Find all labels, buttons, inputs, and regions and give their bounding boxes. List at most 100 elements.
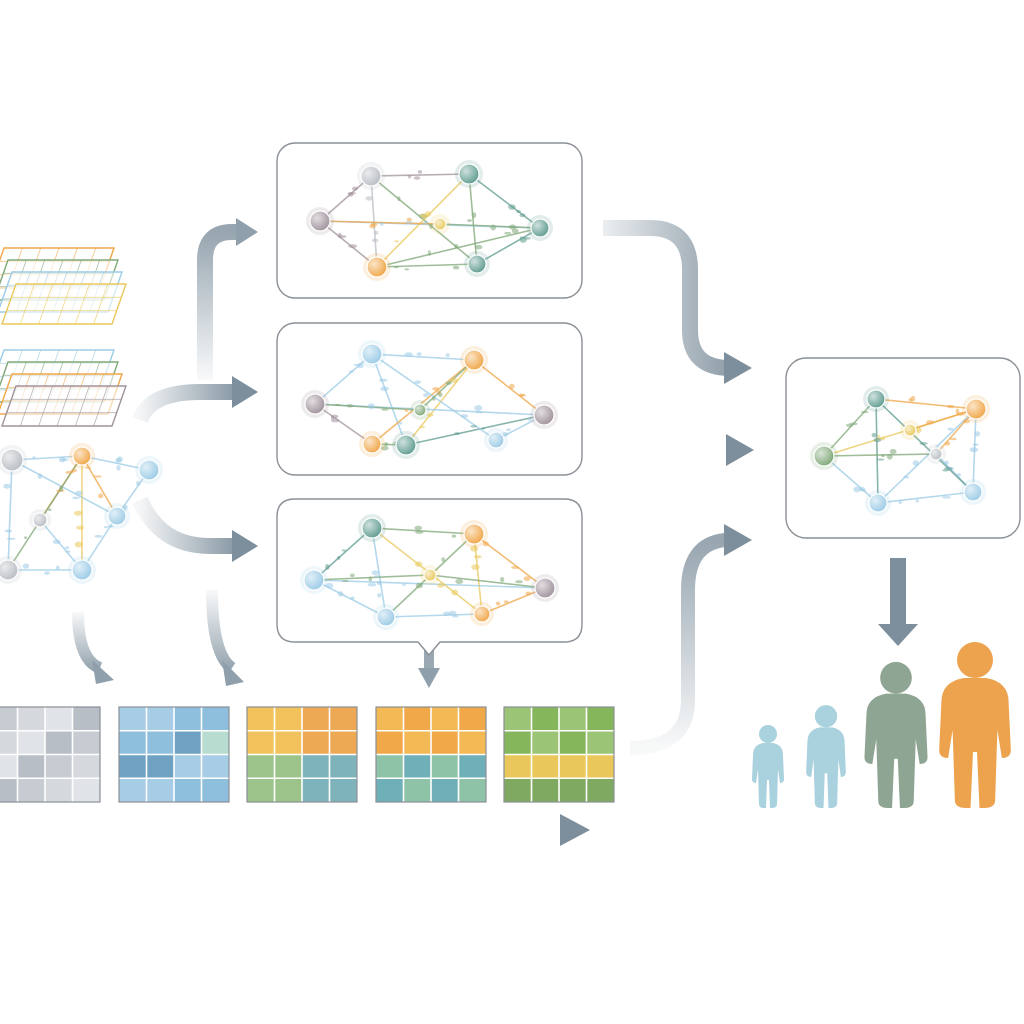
- network-fragment: [415, 530, 424, 534]
- network-fragment: [394, 240, 399, 243]
- network-fragment: [380, 386, 389, 391]
- network-edge: [314, 403, 373, 445]
- network-fragment: [490, 224, 497, 231]
- matrix-cell: [0, 707, 18, 731]
- network-fragment: [519, 213, 526, 218]
- matrix-cell: [431, 707, 459, 731]
- network-fragment: [859, 489, 867, 492]
- arrowhead: [878, 624, 918, 646]
- matrix-cell: [0, 754, 18, 779]
- person-figure: [939, 642, 1011, 808]
- arrowhead: [724, 352, 752, 384]
- network-edge: [376, 173, 470, 268]
- matrix-2: [118, 706, 230, 803]
- network-fragment: [974, 431, 981, 437]
- network-fragment: [65, 470, 74, 474]
- network-fragment: [52, 539, 61, 545]
- network-fragment: [877, 435, 881, 438]
- network-fragment: [525, 591, 532, 596]
- network-fragment: [404, 268, 410, 271]
- network-fragment: [336, 555, 341, 560]
- network-fragment: [384, 442, 389, 447]
- network-fragment: [373, 575, 380, 578]
- matrix-cell: [559, 754, 587, 779]
- network-fragment: [371, 238, 379, 243]
- matrix-cell: [403, 778, 431, 802]
- person-figure: [752, 725, 784, 808]
- network-fragment: [73, 510, 83, 516]
- matrix-cell: [458, 754, 486, 779]
- network-fragment: [341, 580, 349, 583]
- network-node-highlight: [867, 390, 885, 408]
- matrix-cell: [274, 778, 302, 802]
- matrix-cell: [329, 754, 357, 779]
- network-fragment: [380, 446, 389, 451]
- network-fragment: [32, 456, 36, 460]
- network-fragment: [85, 466, 92, 469]
- network-node-highlight: [474, 606, 490, 622]
- person-figure: [864, 661, 928, 808]
- network-edge: [473, 359, 545, 416]
- network-edge: [405, 414, 545, 446]
- network-fragment: [94, 534, 103, 538]
- network-fragment: [873, 437, 882, 443]
- network-fragment: [460, 414, 469, 418]
- layer-grid-line: [38, 283, 54, 325]
- matrix-cell: [146, 778, 174, 802]
- matrix-cell: [376, 730, 404, 755]
- network-edge: [319, 220, 378, 268]
- person-head: [880, 661, 912, 694]
- matrix-cell: [559, 730, 587, 755]
- network-fragment: [44, 571, 50, 575]
- network-fragment: [876, 458, 885, 461]
- network-edge: [823, 455, 879, 504]
- network-fragment: [371, 222, 378, 227]
- network-fragment: [471, 212, 477, 219]
- matrix-cell: [0, 730, 18, 755]
- network-fragment: [413, 176, 421, 180]
- network-node-highlight: [0, 560, 18, 580]
- network-fragment: [407, 174, 412, 179]
- network-fragment: [61, 458, 69, 462]
- network-fragment: [451, 589, 459, 596]
- network-node-highlight: [488, 432, 504, 448]
- network-edge: [370, 175, 378, 268]
- network-fragment: [944, 466, 953, 471]
- network-fragment: [22, 563, 30, 569]
- network-fragment: [37, 473, 43, 479]
- network-fragment: [886, 453, 893, 460]
- network-node-highlight: [362, 518, 382, 538]
- network-fragment: [325, 564, 330, 570]
- matrix-cell: [174, 778, 202, 802]
- network-fragment: [473, 555, 482, 559]
- network-fragment: [448, 610, 457, 616]
- network-node-highlight: [414, 404, 426, 416]
- network-node-highlight: [534, 405, 554, 425]
- network-fragment: [429, 223, 433, 229]
- network-fragment: [452, 265, 460, 270]
- network-fragment: [58, 485, 64, 492]
- matrix-cell: [586, 754, 614, 779]
- arrowhead: [560, 814, 590, 846]
- matrix-cell: [376, 754, 404, 779]
- network-middle: [301, 340, 558, 459]
- matrix-1: [0, 706, 101, 803]
- network-edge: [877, 491, 974, 504]
- network-node-highlight: [310, 211, 330, 231]
- network-fragment: [470, 545, 479, 552]
- matrix-cell: [146, 707, 174, 731]
- network-fragment: [378, 378, 388, 382]
- network-fragment: [516, 210, 521, 213]
- network-fragment: [941, 495, 951, 499]
- network-fragment: [511, 228, 519, 234]
- network-fragment: [474, 405, 483, 411]
- network-edge: [371, 359, 475, 445]
- layer-grid-line: [93, 385, 109, 427]
- network-fragment: [919, 442, 928, 445]
- network-edge: [314, 403, 421, 411]
- network-fragment: [944, 441, 951, 446]
- network-node-highlight: [363, 435, 381, 453]
- layer-grid-line: [56, 283, 72, 325]
- network-fragment: [115, 457, 122, 463]
- layer-grid-line: [19, 283, 35, 325]
